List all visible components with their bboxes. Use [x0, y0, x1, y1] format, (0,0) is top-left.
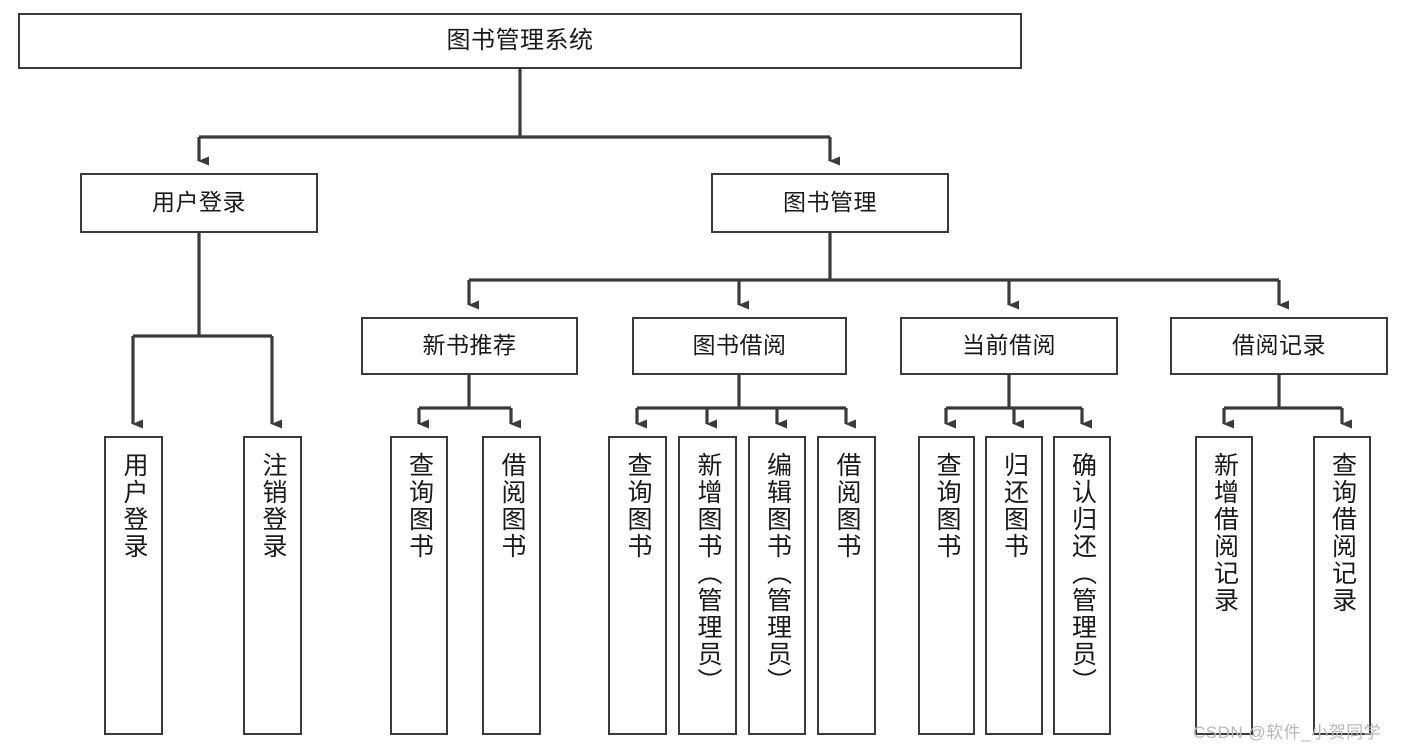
node-leaf-add-book-label: 新增图书（管理员） [694, 452, 722, 695]
node-leaf-add-record-label: 新增借阅记录 [1210, 452, 1239, 614]
node-new-book-rec[interactable]: 新书推荐 [361, 317, 578, 375]
node-leaf-borrow-book-1-label: 借阅图书 [498, 452, 526, 560]
node-leaf-query-book-1[interactable]: 查询图书 [390, 436, 448, 735]
node-book-borrow-label: 图书借阅 [692, 332, 787, 359]
node-book-manage[interactable]: 图书管理 [711, 173, 949, 233]
node-leaf-query-book-1-label: 查询图书 [405, 452, 434, 560]
node-user-login[interactable]: 用户登录 [80, 173, 318, 233]
node-leaf-user-logout[interactable]: 注销登录 [243, 436, 302, 735]
node-leaf-return-book[interactable]: 归还图书 [985, 436, 1043, 735]
node-leaf-user-logout-label: 注销登录 [259, 452, 287, 560]
node-leaf-borrow-book-2-label: 借阅图书 [833, 452, 861, 560]
node-borrow-record[interactable]: 借阅记录 [1170, 317, 1388, 375]
node-leaf-query-book-2[interactable]: 查询图书 [608, 436, 667, 735]
node-book-borrow[interactable]: 图书借阅 [632, 317, 847, 375]
node-user-login-label: 用户登录 [152, 189, 246, 216]
node-current-borrow[interactable]: 当前借阅 [900, 317, 1118, 375]
node-leaf-edit-book-label: 编辑图书（管理员） [763, 452, 792, 695]
node-leaf-borrow-book-1[interactable]: 借阅图书 [482, 436, 541, 735]
node-leaf-confirm-return[interactable]: 确认归还（管理员） [1053, 436, 1111, 735]
node-leaf-query-book-3[interactable]: 查询图书 [918, 436, 975, 735]
node-leaf-query-record[interactable]: 查询借阅记录 [1313, 436, 1371, 735]
node-leaf-query-book-3-label: 查询图书 [933, 452, 961, 560]
node-book-manage-label: 图书管理 [783, 189, 877, 216]
node-leaf-query-record-label: 查询借阅记录 [1328, 452, 1357, 614]
node-leaf-confirm-return-label: 确认归还（管理员） [1068, 452, 1097, 695]
node-leaf-query-book-2-label: 查询图书 [624, 452, 652, 560]
node-current-borrow-label: 当前借阅 [962, 332, 1056, 359]
node-leaf-edit-book[interactable]: 编辑图书（管理员） [748, 436, 806, 735]
node-leaf-return-book-label: 归还图书 [1000, 452, 1029, 560]
node-leaf-user-login-label: 用户登录 [120, 452, 148, 560]
node-borrow-record-label: 借阅记录 [1232, 332, 1326, 359]
node-leaf-add-book[interactable]: 新增图书（管理员） [678, 436, 737, 735]
node-root-label: 图书管理系统 [446, 26, 594, 54]
watermark-text: CSDN @软件_小贺同学 [1193, 723, 1382, 742]
node-root[interactable]: 图书管理系统 [18, 13, 1022, 69]
node-new-book-rec-label: 新书推荐 [422, 332, 517, 359]
node-leaf-add-record[interactable]: 新增借阅记录 [1195, 436, 1253, 735]
node-leaf-borrow-book-2[interactable]: 借阅图书 [817, 436, 876, 735]
node-leaf-user-login[interactable]: 用户登录 [104, 436, 163, 735]
